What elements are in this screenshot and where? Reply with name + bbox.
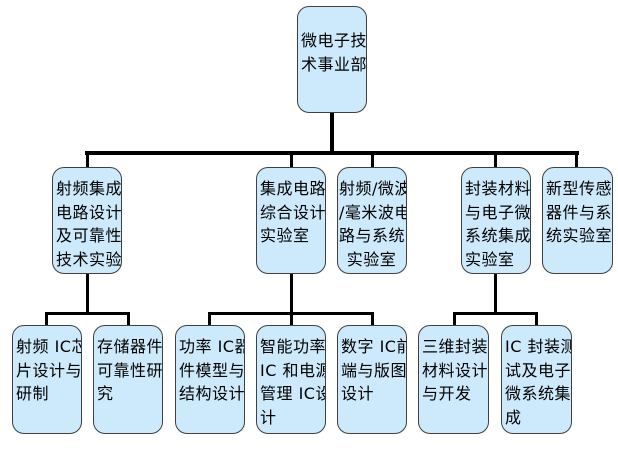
dept-text-line: 室 [56, 271, 119, 273]
connector-drop-lab-2-2 [290, 312, 293, 326]
dept-text-line: 器件与系 [546, 202, 613, 222]
dept-text-line: /毫米波电 [339, 202, 407, 222]
lab-text-line: 存储器件 [97, 337, 163, 356]
connector-dept-1-down [86, 273, 89, 315]
dept-text-line: 集成电路 [260, 179, 326, 198]
lab-text-line: 三维封装 [422, 337, 489, 356]
dept-box-rf-microwave: 射频/微波 /毫米波电 路与系统 实验室 [337, 167, 407, 274]
connector-drop-dept-5 [575, 151, 578, 168]
dept-box-sensors: 新型传感 器件与系 统实验室 [542, 167, 613, 274]
lab-text-line: 射频 IC芯 [16, 337, 82, 356]
connector-drop-lab-2-1 [208, 312, 211, 326]
connector-drop-lab-4-1 [453, 312, 456, 326]
dept-text-line: 综合设计 [260, 202, 326, 222]
dept-text-line: 实验室 [346, 249, 397, 269]
dept-text-line: 及可靠性 [56, 226, 122, 245]
dept-box-packaging: 封装材料 与电子微 系统集成 实验室 [461, 167, 531, 274]
dept-text-line: 实验室 [465, 249, 515, 269]
lab-text-line: 结构设计 [179, 384, 245, 403]
dept-text-line: 电路设计 [56, 202, 122, 222]
dept-text-line: 路与系统 [339, 226, 406, 245]
lab-text-line: 究 [97, 384, 114, 403]
lab-text-line: 件模型与 [179, 360, 245, 380]
connector-drop-dept-4 [494, 151, 497, 168]
dept-text-line: 技术实验 [56, 249, 122, 269]
lab-box-3d-packaging: 三维封装 材料设计 与开发 [418, 325, 489, 434]
lab-text-line: 成 [505, 407, 522, 427]
connector-dept-4-down [494, 273, 497, 315]
connector-drop-dept-1 [86, 151, 89, 168]
lab-text-line: 可靠性研 [97, 360, 163, 380]
dept-text-line: 新型传感 [546, 179, 613, 198]
connector-dept-4-horizontal [453, 312, 538, 315]
lab-text-line: 与开发 [422, 384, 472, 403]
lab-text-line: 微系统集 [505, 384, 572, 403]
lab-box-rf-ic-chip: 射频 IC芯 片设计与 研制 [12, 325, 82, 434]
lab-text-line: 研制 [16, 384, 50, 403]
dept-text-line: 与电子微 [465, 202, 531, 222]
dept-text-line: 射频/微波 [339, 179, 407, 198]
lab-text-line: 计 [260, 407, 277, 427]
connector-dept-1-horizontal [45, 312, 130, 315]
connector-drop-dept-3 [371, 151, 374, 168]
org-root-text-line: 术事业部 [301, 54, 367, 74]
dept-text-line: 统实验室 [546, 226, 613, 245]
connector-drop-lab-1-2 [127, 312, 130, 326]
lab-box-power-ic-model: 功率 IC器 件模型与 结构设计 [175, 325, 245, 434]
connector-drop-lab-1-1 [45, 312, 48, 326]
lab-text-line: 数字 IC前 [341, 337, 407, 356]
lab-box-memory-reliability: 存储器件 可靠性研 究 [93, 325, 163, 434]
org-root-text-line: 微电子技 [301, 31, 367, 50]
lab-text-line: 功率 IC器 [179, 337, 245, 356]
lab-text-line: 管理 IC设 [260, 384, 326, 403]
dept-text-line: 射频集成 [56, 179, 122, 198]
connector-root-down [330, 112, 334, 154]
dept-text-line: 封装材料 [465, 179, 531, 198]
dept-box-rf-ic-reliability: 射频集成 电路设计 及可靠性 技术实验 室 [52, 167, 122, 274]
lab-text-line: IC 封装测 [505, 337, 572, 356]
lab-text-line: 材料设计 [422, 360, 489, 380]
lab-box-smart-power-ic: 智能功率 IC 和电源 管理 IC设 计 [256, 325, 326, 434]
lab-text-line: 设计 [341, 384, 375, 403]
dept-text-line: 系统集成 [465, 226, 531, 245]
lab-text-line: IC 和电源 [260, 360, 326, 380]
lab-text-line: 片设计与 [16, 360, 82, 380]
connector-drop-dept-2 [290, 151, 293, 168]
lab-text-line: 智能功率 [260, 337, 326, 356]
lab-text-line: 端与版图 [341, 360, 407, 380]
connector-dept-2-down [290, 273, 293, 315]
dept-text-line: 实验室 [260, 226, 310, 245]
org-root-box: 微电子技 术事业部 [297, 6, 367, 113]
connector-drop-lab-2-3 [371, 312, 374, 326]
connector-main-horizontal [85, 151, 579, 155]
lab-box-ic-packaging-test: IC 封装测 试及电子 微系统集 成 [501, 325, 572, 434]
lab-text-line: 试及电子 [505, 360, 572, 380]
lab-box-digital-ic-frontend: 数字 IC前 端与版图 设计 [337, 325, 407, 434]
connector-drop-lab-4-2 [535, 312, 538, 326]
dept-box-ic-design: 集成电路 综合设计 实验室 [256, 167, 326, 274]
